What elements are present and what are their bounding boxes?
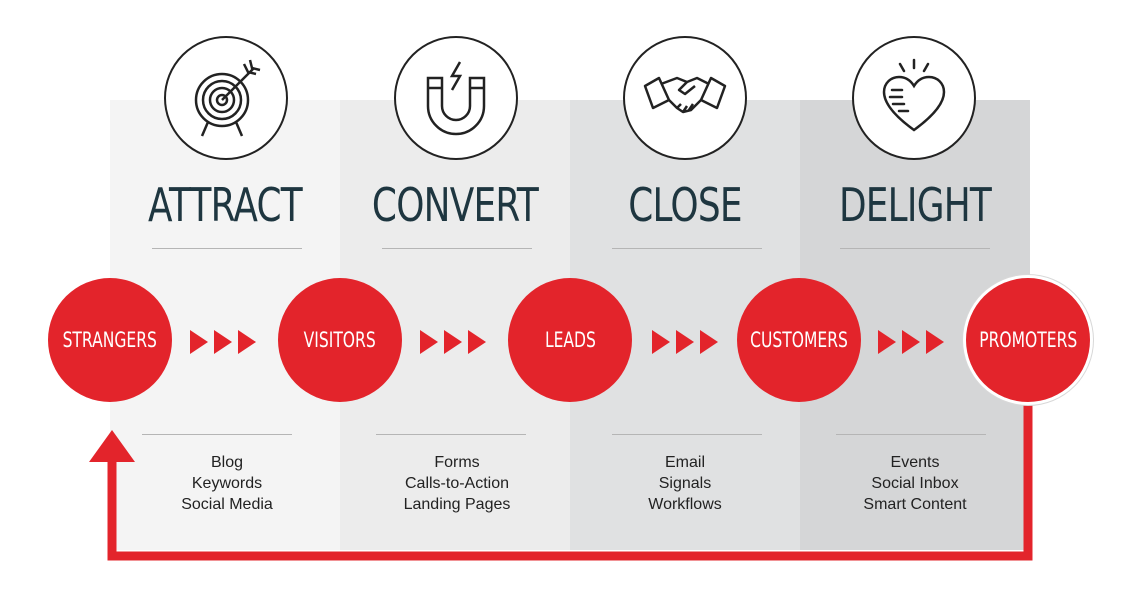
node-label: VISITORS [303,328,377,352]
tools-list-attract: Blog Keywords Social Media [112,452,342,515]
divider [382,248,532,249]
triple-arrow-icon [652,330,718,354]
divider [376,434,526,435]
tool-item: Events [890,454,940,471]
tools-list-delight: Events Social Inbox Smart Content [800,452,1030,515]
triple-arrow-icon [190,330,256,354]
divider [142,434,292,435]
stage-title-attract: ATTRACT [148,178,303,232]
triple-arrow-icon [420,330,486,354]
tool-item: Calls-to-Action [404,475,510,492]
divider [836,434,986,435]
tool-item: Email [664,454,705,471]
node-strangers: STRANGERS [48,278,172,402]
tool-item: Signals [658,475,712,492]
magnet-icon [426,61,486,136]
divider [840,248,990,249]
tools-list-close: Email Signals Workflows [570,452,800,515]
tool-item: Keywords [191,475,263,492]
tool-item: Social Media [181,496,273,513]
tool-item: Smart Content [863,496,967,513]
node-label: LEADS [544,328,596,352]
stage-title-close: CLOSE [628,178,742,232]
stage-title-delight: DELIGHT [838,178,992,232]
target-icon [194,59,261,137]
tool-item: Blog [210,454,244,471]
tool-item: Landing Pages [403,496,511,513]
divider [612,248,762,249]
target-icon-circle [164,36,288,160]
heart-icon [882,58,946,132]
node-promoters: PROMOTERS [966,278,1090,402]
node-label: CUSTOMERS [750,328,848,352]
node-label: PROMOTERS [979,328,1078,352]
magnet-icon-circle [394,36,518,160]
node-label: STRANGERS [62,328,158,352]
stage-title-convert: CONVERT [371,178,539,232]
tools-list-convert: Forms Calls-to-Action Landing Pages [342,452,572,515]
handshake-icon [643,76,727,114]
tool-item: Forms [434,454,480,471]
triple-arrow-icon [878,330,944,354]
divider [612,434,762,435]
tool-item: Social Inbox [871,475,959,492]
node-visitors: VISITORS [278,278,402,402]
heart-icon-circle [852,36,976,160]
tool-item: Workflows [648,496,722,513]
divider [152,248,302,249]
node-customers: CUSTOMERS [737,278,861,402]
node-leads: LEADS [508,278,632,402]
handshake-icon-circle [623,36,747,160]
